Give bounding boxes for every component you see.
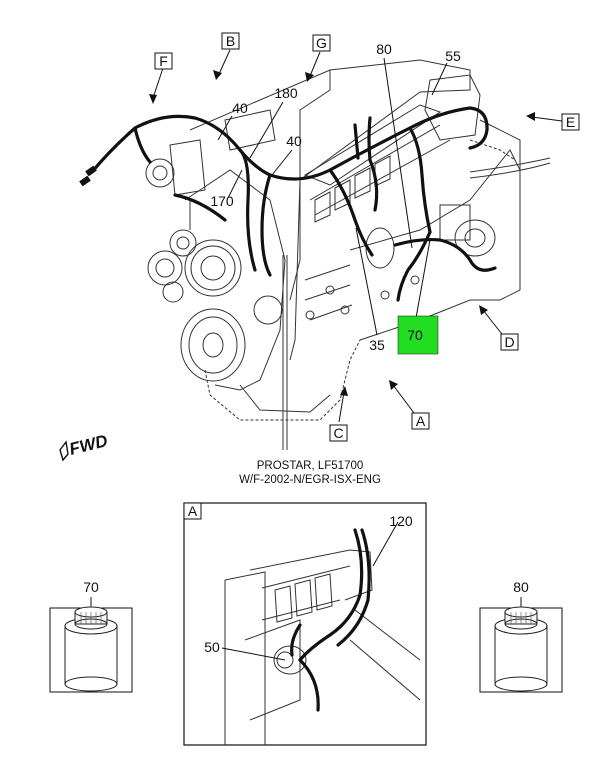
callout-120: 120 — [389, 513, 413, 529]
view-label-g: G — [312, 34, 331, 52]
svg-text:E: E — [566, 114, 575, 130]
fwd-label: FWD — [67, 431, 109, 459]
callout-50: 50 — [204, 639, 220, 655]
view-label-b: B — [221, 32, 240, 50]
part-70-panel: 70 — [49, 579, 133, 693]
wiring-harness — [79, 106, 497, 302]
svg-text:F: F — [159, 53, 168, 69]
view-arrows — [149, 49, 563, 423]
callout-170: 170 — [210, 193, 234, 209]
callout-70: 70 — [407, 327, 423, 343]
callout-40-upper: 40 — [232, 100, 248, 116]
part-70-label: 70 — [83, 579, 99, 595]
svg-text:B: B — [226, 33, 235, 49]
part-80-label: 80 — [513, 579, 529, 595]
view-label-c: C — [329, 424, 348, 442]
svg-text:A: A — [416, 413, 426, 429]
engine-drawing — [145, 59, 551, 450]
detail-view-a: A 120 50 — [183, 502, 427, 746]
view-label-a: A — [411, 412, 430, 430]
detail-view-label: A — [188, 503, 198, 519]
caption-model: PROSTAR, LF51700 — [256, 460, 364, 472]
svg-text:C: C — [333, 425, 343, 441]
view-label-d: D — [500, 333, 519, 351]
fwd-indicator: FWD — [59, 431, 110, 462]
diagram-caption: PROSTAR, LF51700 W/F-2002-N/EGR-ISX-ENG — [205, 459, 415, 487]
callout-70-highlight: 70 — [397, 315, 439, 355]
detail-drawing — [224, 528, 421, 745]
callout-180: 180 — [274, 85, 298, 101]
view-label-f: F — [154, 52, 173, 70]
view-label-e: E — [561, 113, 580, 131]
callout-80: 80 — [376, 41, 392, 57]
svg-text:G: G — [316, 35, 327, 51]
caption-config: W/F-2002-N/EGR-ISX-ENG — [239, 474, 381, 486]
callout-35: 35 — [369, 337, 385, 353]
callout-leaders — [217, 57, 448, 336]
svg-text:D: D — [504, 334, 514, 350]
part-80-panel: 80 — [479, 579, 563, 693]
callout-55: 55 — [445, 48, 461, 64]
callout-40-lower: 40 — [286, 133, 302, 149]
